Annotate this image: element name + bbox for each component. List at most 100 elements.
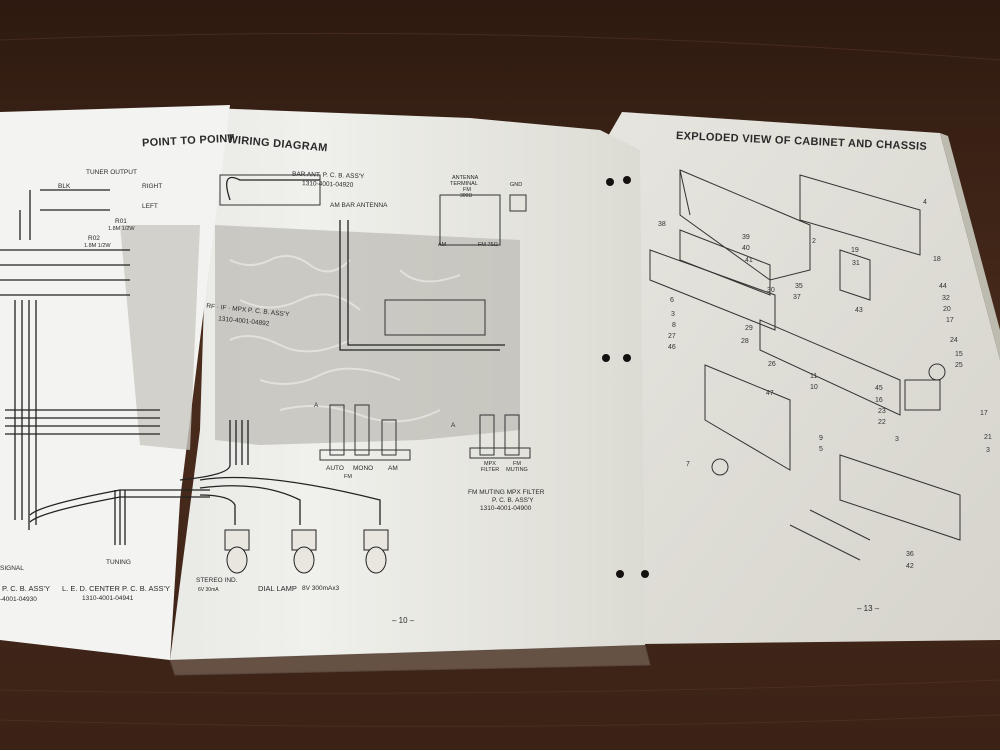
part-callout: 3: [895, 436, 899, 443]
resistor-r02: R02: [88, 235, 100, 242]
pcb-left-part-no: -4001-04930: [0, 596, 37, 603]
part-callout: 35: [795, 283, 803, 290]
front-window: [649, 249, 776, 331]
part-callout: 44: [939, 283, 947, 290]
stereo-ind-label: STEREO IND.: [196, 577, 238, 584]
part-callout: 21: [984, 434, 992, 441]
part-callout: 22: [878, 419, 886, 426]
dial-lamp-spec: 8V 300mAx3: [302, 585, 340, 592]
part-callout: 45: [875, 385, 883, 392]
exploded-view-drawing: [649, 169, 961, 561]
muting-board-label: FM MUTING MPX FILTER: [468, 489, 545, 496]
cable: [789, 509, 871, 561]
front-panel: [704, 364, 791, 471]
part-callout: 36: [906, 551, 914, 558]
right-page: [600, 112, 1000, 644]
page-shadow: [169, 644, 651, 676]
part-callout: 46: [668, 344, 676, 351]
part-callout: 2: [812, 238, 816, 245]
resistor-r01: R01: [115, 218, 127, 225]
antenna-impedance: 300Ω: [460, 193, 473, 199]
am-bar-antenna-label: AM BAR ANTENNA: [330, 202, 388, 209]
part-callout: 5: [819, 446, 823, 453]
muting-board-part-no: 1310-4001-04900: [480, 505, 532, 512]
switch-fm-group-label: FM: [344, 474, 352, 480]
tuner-output-right: RIGHT: [142, 183, 163, 190]
part-callout: 7: [686, 461, 690, 468]
pcb-traces: [229, 255, 461, 423]
led-board-part-no: 1310-4001-04941: [82, 595, 134, 602]
wood-grain: [0, 32, 1000, 727]
page-number-right: – 13 –: [857, 604, 880, 613]
part-callout: 10: [810, 384, 818, 391]
part-callout: 29: [745, 325, 753, 332]
tuner-output-left: LEFT: [142, 203, 158, 210]
part-callout: 26: [768, 361, 776, 368]
knob: [711, 458, 729, 476]
binding-holes: [602, 176, 649, 578]
part-callout: 17: [980, 410, 988, 417]
part-callout: 28: [741, 338, 749, 345]
part-callout: 6: [670, 297, 674, 304]
antenna-label: ANTENNA: [452, 175, 479, 181]
fm-muting-label: FM MUTING: [506, 461, 528, 473]
part-callout: 31: [852, 260, 860, 267]
rear-panel: [799, 174, 921, 256]
gnd-label: GND: [510, 182, 523, 188]
part-callout: 38: [658, 221, 666, 228]
part-callout: 41: [745, 257, 753, 264]
am-terminal-label: AM: [438, 242, 447, 248]
signal-label: SIGNAL: [0, 565, 24, 572]
cabinet-cover: [679, 169, 811, 281]
mpx-filter-label: MPX FILTER: [480, 461, 500, 473]
tuner-output-label: TUNER OUTPUT: [86, 169, 137, 176]
part-callout: 25: [955, 362, 963, 369]
switch-auto-label: AUTO: [326, 465, 344, 472]
pcb-unit: [839, 249, 871, 301]
part-callout: 37: [793, 294, 801, 301]
part-callout: 8: [672, 322, 676, 329]
resistor-r01-value: 1.8M 1/2W: [108, 226, 135, 232]
pcb-left-label: P. C. B. ASS'Y: [2, 584, 50, 593]
dial-lamp-label: DIAL LAMP: [258, 584, 297, 593]
part-callout: 4: [923, 199, 927, 206]
led-board-label: L. E. D. CENTER P. C. B. ASS'Y: [62, 584, 170, 593]
dial-lamps: [224, 529, 389, 574]
antenna-terminal-label: TERMINAL: [450, 181, 478, 187]
marker-a-right: A: [451, 422, 456, 429]
part-callout: 11: [810, 373, 818, 380]
part-callout: 3: [671, 311, 675, 318]
right-page-edge: [940, 133, 1000, 360]
stereo-ind-value: 6V 30mA: [198, 587, 219, 593]
part-callout: 3: [986, 447, 990, 454]
part-callout: 39: [742, 234, 750, 241]
fm-terminal-label: FM 75Ω: [478, 242, 498, 248]
switch-blocks: [219, 174, 531, 461]
part-callout: 40: [742, 245, 750, 252]
part-callout: 20: [943, 306, 951, 313]
part-callout: 30: [767, 287, 775, 294]
wire-color-label: BLK: [58, 183, 71, 190]
part-callout: 43: [855, 307, 863, 314]
antenna-fm-label: FM: [463, 187, 471, 193]
switch-mono-label: MONO: [353, 465, 374, 472]
part-callout: 24: [950, 337, 958, 344]
wiring-harness: [0, 176, 505, 545]
page-number-left: – 10 –: [392, 616, 415, 625]
pcb-board-left: [120, 225, 200, 450]
part-callout: 47: [766, 390, 774, 397]
part-callout: 16: [875, 397, 883, 404]
bottom-plate: [839, 454, 961, 541]
sub-frame: [679, 229, 771, 296]
resistor-r02-value: 1.8M 1/2W: [84, 243, 111, 249]
chassis: [759, 319, 901, 416]
part-callout: 18: [933, 256, 941, 263]
marker-a-left: A: [314, 402, 319, 409]
part-callout: 9: [819, 435, 823, 442]
part-callout: 27: [668, 333, 676, 340]
tuning-label: TUNING: [106, 559, 131, 566]
muting-board-label2: P. C. B. ASS'Y: [492, 497, 534, 504]
part-callout: 17: [946, 317, 954, 324]
part-callout: 15: [955, 351, 963, 358]
